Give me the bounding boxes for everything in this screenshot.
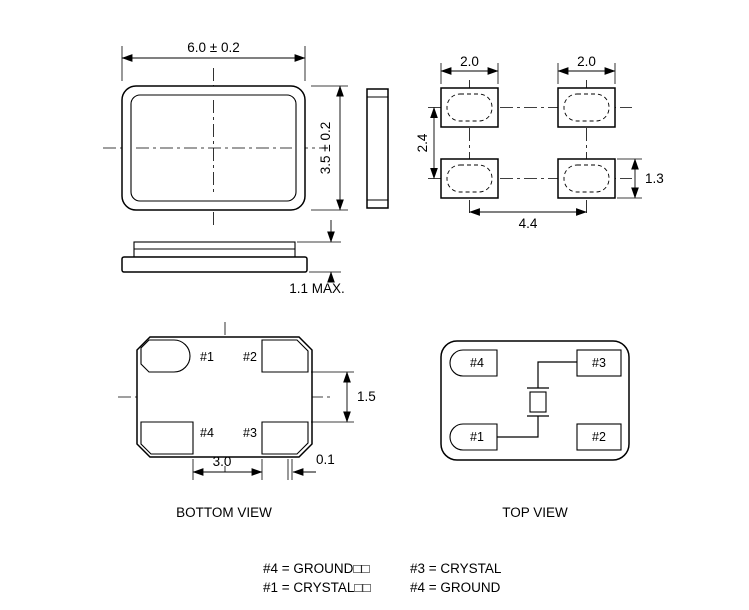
bottom-pad-4-shape xyxy=(140,421,194,455)
pad-width-left-label: 2.0 xyxy=(460,54,479,69)
pad-gap-label: 1.5 xyxy=(357,389,376,404)
top-pad-1-label: #1 xyxy=(470,430,484,444)
top-view: #4 #3 #1 #2 TOP VIEW xyxy=(440,340,630,520)
crystal-connection-wires xyxy=(497,361,577,438)
crystal-symbol xyxy=(529,391,547,413)
side-profile-base xyxy=(121,256,308,273)
pad-width-right-label: 2.0 xyxy=(577,54,596,69)
bottom-pad-2-shape xyxy=(261,339,309,373)
legend-row2-left: #1 = CRYSTAL□□ xyxy=(263,580,371,595)
top-pad-4-label: #4 xyxy=(470,356,484,370)
legend-row1-right: #3 = CRYSTAL xyxy=(410,561,502,576)
top-pad-2-label: #2 xyxy=(592,430,606,444)
legend-row1-left: #4 = GROUND□□ xyxy=(263,561,370,576)
top-pad-3-shape xyxy=(576,349,622,377)
land-pad-bottom-left xyxy=(440,158,499,199)
land-pad-bottom-right-inner xyxy=(563,164,610,193)
land-pad-top-left xyxy=(440,87,499,128)
pad-height-label: 1.3 xyxy=(645,171,664,186)
edge-offset-extension-lines xyxy=(287,459,293,480)
bottom-pad-4-label: #4 xyxy=(200,426,214,440)
land-pad-top-left-inner xyxy=(446,93,493,122)
side-view-vertical-body xyxy=(366,88,389,209)
bottom-pad-2-label: #2 xyxy=(243,350,257,364)
row-pitch-label: 2.4 xyxy=(415,133,430,152)
side-view-vertical xyxy=(366,88,389,209)
edge-offset-label: 0.1 xyxy=(316,452,335,467)
bottom-pad-3-label: #3 xyxy=(243,426,257,440)
land-pattern-centerlines xyxy=(428,80,632,216)
land-pad-top-right-inner xyxy=(563,93,610,122)
top-pad-3-label: #3 xyxy=(592,356,606,370)
land-pad-bottom-right xyxy=(557,158,616,199)
side-view-vertical-seams xyxy=(367,96,388,201)
land-pattern-view: 2.0 2.0 2.4 1.3 4.4 xyxy=(415,54,664,231)
land-pad-top-right xyxy=(557,87,616,128)
legend-row2-right: #4 = GROUND xyxy=(410,580,501,595)
side-view-horizontal: 1.1 MAX. xyxy=(121,220,345,296)
top-pad-2-shape xyxy=(576,423,622,451)
front-view: 6.0 ± 0.2 3.5 ± 0.2 xyxy=(103,40,348,228)
front-view-inner-centerlines xyxy=(136,100,292,196)
top-pad-4-shape xyxy=(449,349,498,377)
width-dim-extension-lines xyxy=(121,46,306,81)
land-pad-bottom-left-inner xyxy=(446,164,493,193)
top-view-title: TOP VIEW xyxy=(502,505,568,520)
bottom-pad-3-shape xyxy=(261,421,309,455)
width-dim-label: 6.0 ± 0.2 xyxy=(187,40,239,55)
thickness-label: 1.1 MAX. xyxy=(289,281,345,296)
bottom-pad-1-shape xyxy=(140,339,191,373)
bottom-view-title: BOTTOM VIEW xyxy=(176,505,272,520)
bottom-pad-1-label: #1 xyxy=(200,350,214,364)
pad-pitch-label: 3.0 xyxy=(213,454,232,469)
pad-function-legend: #4 = GROUND□□ #3 = CRYSTAL #1 = CRYSTAL□… xyxy=(263,561,502,595)
column-pitch-label: 4.4 xyxy=(519,216,538,231)
height-dim-label: 3.5 ± 0.2 xyxy=(318,122,333,174)
bottom-view: #1 #2 #4 #3 1.5 3.0 0.1 BOTTOM VIEW xyxy=(118,322,376,520)
top-pad-1-shape xyxy=(449,423,498,451)
